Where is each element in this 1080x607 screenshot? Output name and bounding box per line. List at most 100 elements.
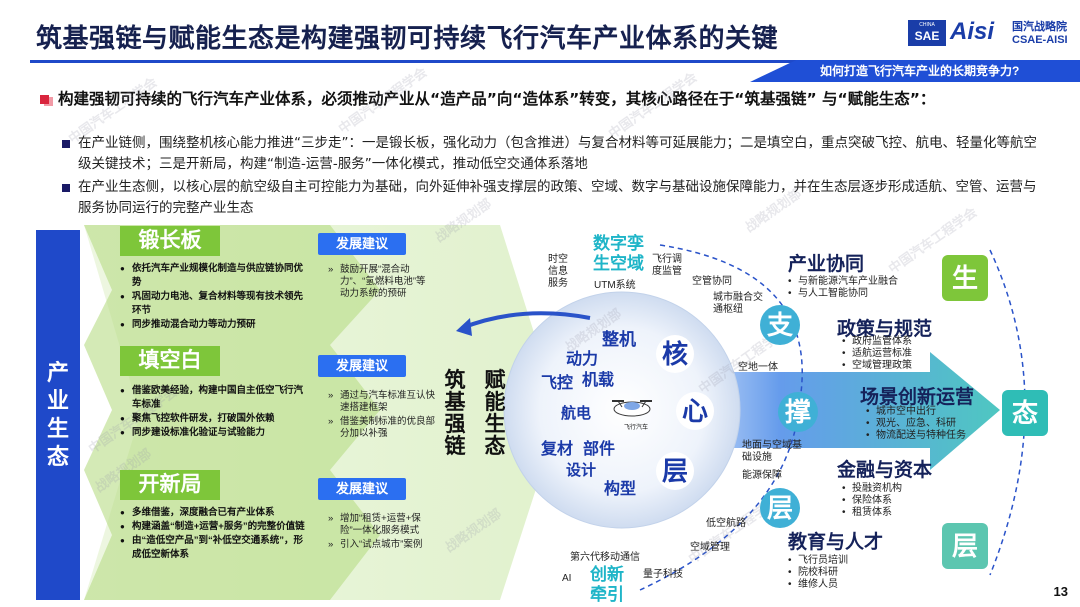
core-word: 部件 <box>583 441 616 458</box>
advice-tag-3: 发展建议 <box>318 478 406 500</box>
step-2-item: 同步建设标准化验证与试验能力 <box>120 426 310 440</box>
feedback-arrow <box>461 311 591 330</box>
eco-item: 飞行员培训 <box>788 555 898 567</box>
step-3-item: 由“造低空产品”到“补低空交通系统”，形成低空新体系 <box>120 534 310 562</box>
support-char: 撑 <box>778 392 818 432</box>
core-word: 航电 <box>561 405 592 422</box>
vertical-char: 态 <box>484 435 506 458</box>
step-2-advice: 通过与汽车标准互认快速搭建框架 借鉴美制标准的优良部分加以补强 <box>328 390 436 442</box>
aisi-logo: Aisi <box>950 18 995 45</box>
step-3-items: 多维借鉴，深度融合已有产业体系 构建涵盖“制造+运营+服务”的完整价值链 由“造… <box>120 506 310 562</box>
core-word: 动力 <box>566 351 599 368</box>
vertical-label-1: 筑 基 强 链 <box>443 370 467 458</box>
org-name-cn: 国汽战略院 <box>1012 21 1067 33</box>
eco-group-head: 产业协同 <box>788 254 865 275</box>
step-1-advice-item: 鼓励开展“混合动力”、“氢燃料电池”等动力系统的预研 <box>328 264 433 300</box>
eco-item: 院校科研 <box>788 567 898 579</box>
support-item: 量子科技 <box>643 569 683 580</box>
core-word: 构型 <box>604 481 637 498</box>
support-char: 支 <box>760 305 800 345</box>
ecosystem-point: 在产业生态侧，以核心层的航空级自主可控能力为基础，向外延伸补强支撑层的政策、空域… <box>78 179 1037 216</box>
strip-char: 业 <box>46 388 69 413</box>
eco-group-list: 城市空中出行 观光、应急、科研 物流配送与特种任务 <box>866 406 996 442</box>
step-1-item: 巩固动力电池、复合材料等现有技术领先环节 <box>120 290 310 318</box>
step-3-advice-item: 增加“租赁+运营+保险”一体化服务模式 <box>328 513 428 537</box>
eco-group-head: 场景创新运营 <box>860 387 975 408</box>
eco-group-list: 政府监管体系 适航运营标准 空域管理政策 <box>842 336 952 372</box>
eco-group-head: 教育与人才 <box>788 532 884 553</box>
main-bullet <box>40 95 49 104</box>
eco-item: 与人工智能协同 <box>788 288 928 300</box>
title-divider <box>30 60 1075 63</box>
support-item: UTM系统 <box>594 280 636 291</box>
strip-char: 生 <box>46 416 69 441</box>
core-char: 心 <box>676 392 714 430</box>
vehicle-label: 飞行汽车 <box>624 425 649 431</box>
step-1-item: 同步推动混合动力等动力预研 <box>120 318 310 332</box>
logo-box-top: CHINA <box>919 22 935 28</box>
innovation-line: 创新 <box>590 565 624 584</box>
step-1-label: 锻长板 <box>138 229 202 252</box>
vertical-char: 赋 <box>484 369 506 392</box>
org-name: 国汽战略院 CSAE-AISI <box>1012 21 1068 47</box>
eco-group-list: 投融资机构 保险体系 租赁体系 <box>842 483 952 519</box>
eco-char: 态 <box>1002 390 1048 436</box>
step-2-advice-item: 通过与汽车标准互认快速搭建框架 <box>328 390 436 414</box>
innovation-line: 牵引 <box>590 585 624 604</box>
feedback-arrowhead <box>456 318 472 336</box>
industry-ecosystem-strip: 产 业 生 态 <box>36 230 80 600</box>
eco-item: 城市空中出行 <box>866 406 996 418</box>
vertical-label-2: 赋 能 生 态 <box>483 370 507 458</box>
eco-group-list: 飞行员培训 院校科研 维修人员 <box>788 555 898 591</box>
strip-char: 产 <box>46 360 69 385</box>
step-1-item: 依托汽车产业规模化制造与供应链协同优势 <box>120 262 310 290</box>
org-name-en: CSAE-AISI <box>1012 34 1068 46</box>
support-item: AI <box>562 573 572 584</box>
strip-char: 态 <box>46 444 69 469</box>
support-item: 城市融合交通枢纽 <box>713 292 763 315</box>
page-title: 筑基强链与赋能生态是构建强韧可持续飞行汽车产业体系的关键 <box>36 24 779 54</box>
core-word: 整机 <box>602 330 636 349</box>
vertical-char: 筑 <box>444 369 466 392</box>
vertical-char: 能 <box>484 391 506 414</box>
eco-char: 生 <box>942 255 988 301</box>
support-item: 地面与空域基础设施 <box>742 440 802 463</box>
advice-tag-2: 发展建议 <box>318 355 406 377</box>
eco-item: 观光、应急、科研 <box>866 418 996 430</box>
support-item: 飞行调度监管 <box>652 254 682 277</box>
step-3-item: 构建涵盖“制造+运营+服务”的完整价值链 <box>120 520 310 534</box>
eco-group-head: 政策与规范 <box>837 319 933 340</box>
step-1-items: 依托汽车产业规模化制造与供应链协同优势 巩固动力电池、复合材料等现有技术领先环节… <box>120 262 310 332</box>
support-item: 时空信息服务 <box>548 254 568 289</box>
logo-box-main: SAE <box>914 29 940 43</box>
eco-item: 与新能源汽车产业融合 <box>788 276 928 288</box>
support-item: 空地一体 <box>738 362 778 373</box>
innovation-driven: 创新 牵引 <box>590 565 624 605</box>
support-item: 低空航路 <box>706 518 746 529</box>
sub-bullet-icon <box>62 140 70 148</box>
step-label-box: 开新局 <box>120 470 220 500</box>
vertical-char: 强 <box>444 413 466 436</box>
advice-tag-1: 发展建议 <box>318 233 406 255</box>
core-word: 设计 <box>566 462 597 479</box>
question-banner: 如何打造飞行汽车产业的长期竞争力? <box>750 60 1080 82</box>
step-2-item: 借鉴欧美经验，构建中国自主低空飞行汽车标准 <box>120 384 310 412</box>
core-char: 层 <box>656 452 694 490</box>
eco-item: 保险体系 <box>842 495 952 507</box>
digital-twin-airspace: 数字孪 生空域 <box>593 234 644 274</box>
eco-item: 维修人员 <box>788 579 898 591</box>
vertical-char: 链 <box>444 435 466 458</box>
step-label-box: 填空白 <box>120 346 220 376</box>
eco-item: 投融资机构 <box>842 483 952 495</box>
eco-char: 层 <box>942 523 988 569</box>
main-point: 构建强韧可持续的飞行汽车产业体系，必须推动产业从“造产品”向“造体系”转变，其核… <box>58 90 936 108</box>
eco-item: 空域管理政策 <box>842 360 952 372</box>
eco-item: 适航运营标准 <box>842 348 952 360</box>
step-2-label: 填空白 <box>138 349 202 372</box>
step-2-item: 聚焦飞控软件研发，打破国外依赖 <box>120 412 310 426</box>
vertical-char: 基 <box>444 391 466 414</box>
step-2-advice-item: 借鉴美制标准的优良部分加以补强 <box>328 416 436 440</box>
support-item: 能源保障 <box>742 470 782 481</box>
core-char: 核 <box>656 335 694 373</box>
step-2-items: 借鉴欧美经验，构建中国自主低空飞行汽车标准 聚焦飞控软件研发，打破国外依赖 同步… <box>120 384 310 440</box>
